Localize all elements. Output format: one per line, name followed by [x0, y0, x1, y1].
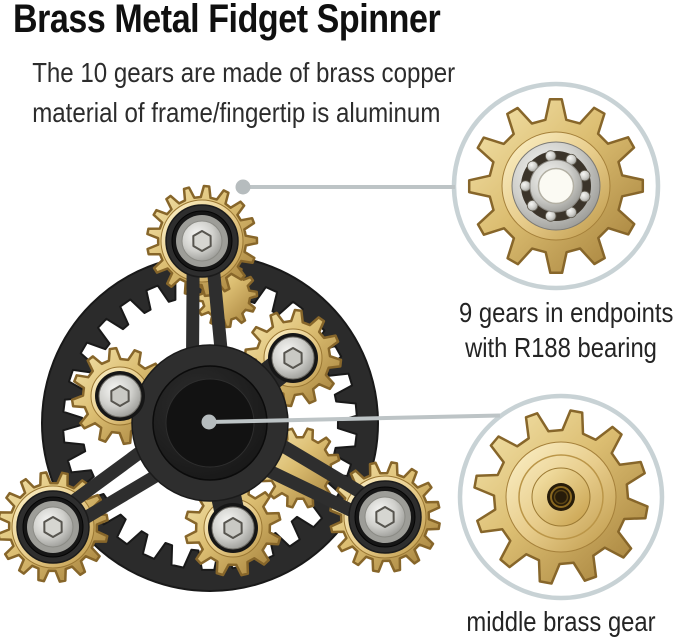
r188-bearing	[511, 141, 601, 231]
callout-label-middle-gear: middle brass gear	[466, 606, 656, 637]
callout-label-line-1: 9 gears in endpoints	[459, 297, 674, 328]
callout-dot-top-gear	[235, 179, 251, 195]
planet-screws	[95, 333, 318, 553]
page-title: Brass Metal Fidget Spinner	[13, 0, 441, 41]
product-subtitle: The 10 gears are made of brass copper ma…	[32, 53, 456, 133]
callout-bubble-middle-gear	[457, 393, 665, 601]
callout-lines	[201, 179, 501, 430]
callout-label-endpoint-gears: 9 gears in endpoints with R188 bearing	[459, 295, 674, 365]
callout-label-line-2: with R188 bearing	[465, 332, 657, 363]
subtitle-line-1: The 10 gears are made of brass copper	[32, 57, 456, 88]
subtitle-line-2: material of frame/fingertip is aluminum	[32, 97, 441, 128]
callout-bubble-endpoint-gear	[451, 81, 661, 291]
callout-dot-center	[201, 414, 217, 430]
endpoint-screws	[22, 210, 416, 558]
